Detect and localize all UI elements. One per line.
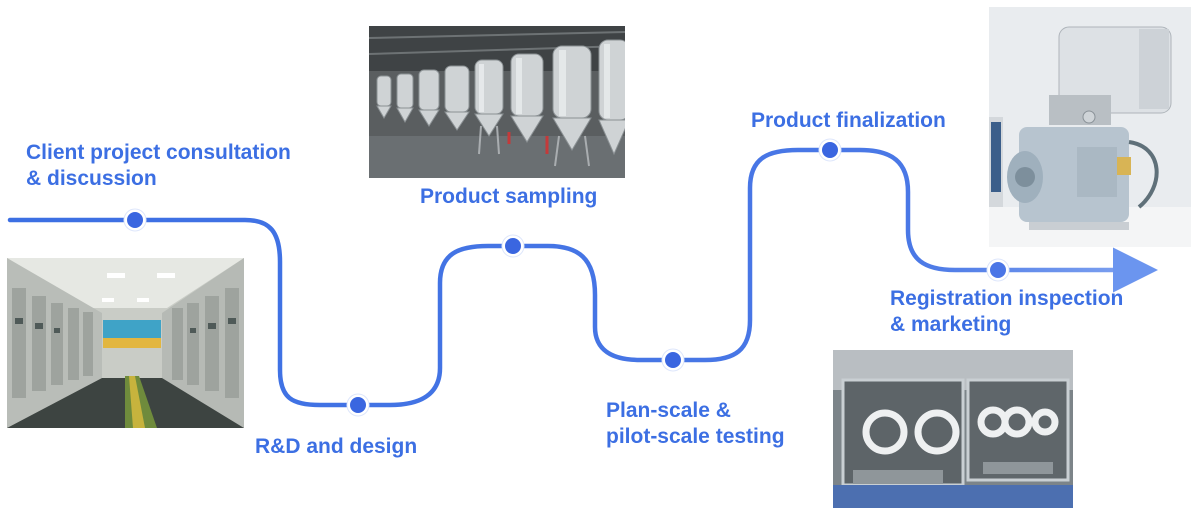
step-label-line: Registration inspection: [890, 287, 1124, 310]
step-label-pilot-testing: Plan-scale & pilot-scale testing: [606, 398, 785, 450]
step-marker-1: [123, 208, 147, 232]
step-label-line: R&D and design: [255, 435, 418, 458]
step-marker-4: [661, 348, 685, 372]
electron-microscope-photo: [989, 7, 1191, 247]
step-label-line: Client project consultation: [26, 141, 291, 164]
step-marker-6: [986, 258, 1010, 282]
step-label-registration: Registration inspection & marketing: [890, 286, 1123, 338]
flow-path: [7, 147, 1158, 408]
isolator-glovebox-photo: [833, 350, 1073, 508]
step-label-line: Product sampling: [420, 185, 598, 208]
fermentation-tanks-photo: [369, 26, 625, 178]
step-label-consultation: Client project consultation & discussion: [26, 140, 291, 192]
electrical-control-room-photo: [7, 258, 244, 428]
step-marker-2: [346, 393, 370, 417]
step-marker-5: [818, 138, 842, 162]
step-label-line: Product finalization: [751, 109, 946, 132]
step-label-finalization: Product finalization: [751, 108, 946, 134]
step-label-line: & marketing: [890, 313, 1012, 336]
step-label-line: pilot-scale testing: [606, 425, 785, 448]
step-marker-3: [501, 234, 525, 258]
step-label-rnd: R&D and design: [255, 434, 417, 460]
step-label-sampling: Product sampling: [420, 184, 597, 210]
step-label-line: Plan-scale &: [606, 399, 731, 422]
step-label-line: & discussion: [26, 167, 157, 190]
